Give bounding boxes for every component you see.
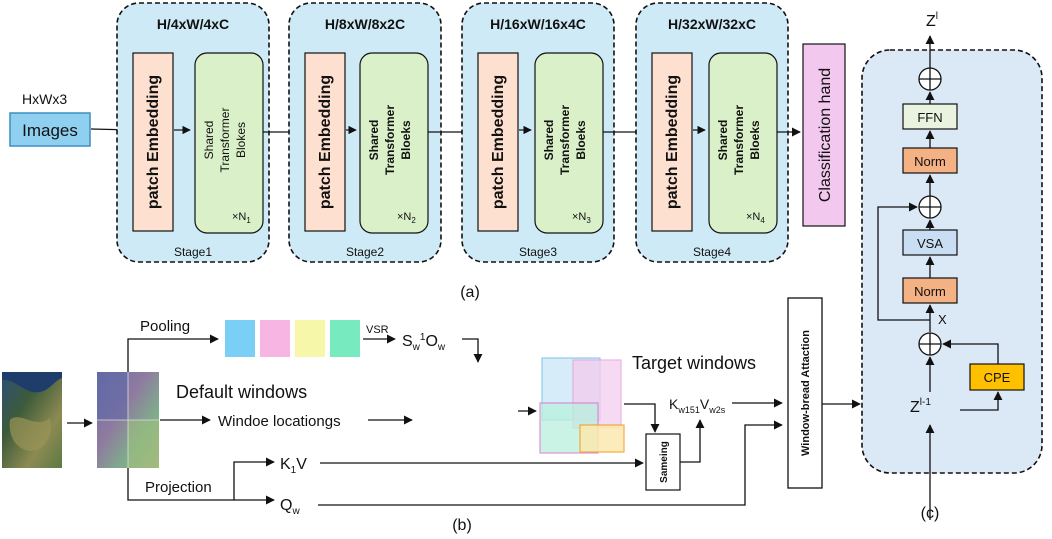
arrow-cpe-to-add	[942, 339, 999, 364]
stage-4-shared-block	[708, 52, 778, 234]
stage-4-patch-embedding-box	[651, 52, 693, 232]
pooling-label: Pooling	[140, 318, 190, 335]
norm-bottom-box	[902, 277, 958, 304]
q-label: Qw	[280, 497, 300, 517]
attention-label: Window-bread Attaction	[800, 330, 812, 456]
stage-2-patch-embedding-box	[304, 52, 346, 232]
x-label: X	[938, 312, 947, 327]
input-size-label: HxWx3	[22, 91, 67, 107]
stage-3-blocks-label: Bloeks	[574, 120, 588, 160]
stage-1: H/4xW/4xC patch Embedding Shared Transfo…	[116, 2, 270, 263]
stage-3: H/16xW/16x4C patch Embedding Shared Tran…	[461, 2, 615, 263]
arrow-q-to-attention	[318, 420, 783, 506]
stage-2-transformer-label: Transformer	[383, 105, 397, 175]
s-omega-label: Sw1Ow	[402, 332, 446, 353]
projection-label: Projection	[145, 479, 212, 496]
kv-label: Kw151Vw2s	[669, 396, 726, 415]
stage-1-patch-embedding-label: patch Embedding	[145, 75, 162, 209]
stage-1-shared-label: Shared	[202, 121, 216, 160]
stage-2-blocks-label: Bloeks	[399, 120, 413, 160]
stage-1-n-label: ×N1	[232, 211, 251, 225]
stage-2-patch-embedding-label: patch Embedding	[317, 75, 334, 209]
add-node-top	[918, 67, 942, 91]
ffn-label: FFN	[917, 110, 942, 125]
window-locations-label: Windoe locationgs	[218, 413, 341, 430]
stage-1-patch-embedding-box	[132, 52, 174, 232]
stage-3-name: Stage3	[519, 245, 557, 259]
stage-4-dims: H/32xW/32xC	[668, 16, 756, 32]
satellite-image-original	[2, 372, 62, 468]
figure-label-c: (c)	[921, 505, 940, 522]
vsr-label: VSR	[366, 324, 389, 336]
add-node-bottom	[918, 332, 942, 356]
stage-4-patch-embedding-label: patch Embedding	[664, 75, 681, 209]
sameing-label: Sameing	[659, 441, 670, 483]
pool-window-2	[260, 320, 290, 357]
stage-1-dims: H/4xW/4xC	[157, 16, 229, 32]
pool-window-3	[295, 320, 325, 357]
z-input-label: Zl-1	[910, 397, 931, 416]
default-windows-label: Default windows	[176, 382, 307, 402]
target-windows-graphic	[539, 357, 625, 454]
vsa-box	[902, 229, 958, 256]
stage-2-name: Stage2	[346, 245, 384, 259]
images-label: Images	[22, 121, 78, 140]
stage-3-n-label: ×N3	[572, 211, 591, 225]
classification-label: Classification hand	[817, 68, 834, 202]
figure-label-b: (b)	[452, 517, 472, 534]
arrow-s-down	[462, 338, 483, 363]
pool-window-1	[225, 320, 255, 357]
add-node-middle	[918, 195, 942, 219]
stage-4-shared-label: Shared	[716, 120, 730, 161]
stage-2-shared-block	[359, 52, 429, 234]
residual-skip-line	[877, 202, 930, 321]
vsa-label: VSA	[917, 236, 943, 251]
cpe-label: CPE	[984, 370, 1011, 385]
stage-1-blocks-label: Blokes	[234, 122, 248, 158]
norm-bottom-label: Norm	[914, 284, 946, 299]
stage-2-n-label: ×N2	[397, 211, 416, 225]
figure-label-a: (a)	[460, 284, 480, 301]
sameing-box	[645, 433, 681, 491]
stage-1-shared-block	[194, 52, 264, 234]
arrow-sameing-up	[680, 419, 705, 463]
stage-1-transformer-label: Transformer	[218, 108, 232, 173]
stage-4-transformer-label: Transformer	[732, 105, 746, 175]
stage-2: H/8xW/8x2C patch Embedding Shared Transf…	[288, 2, 442, 263]
pooling-line	[127, 334, 219, 372]
stage-1-name: Stage1	[174, 245, 212, 259]
arrow-target-to-sameing	[624, 403, 660, 433]
ffn-box	[902, 103, 958, 130]
stage-4-n-label: ×N4	[746, 211, 765, 225]
target-windows-label: Target windows	[632, 353, 756, 373]
stage-2-shared-label: Shared	[367, 120, 381, 161]
stage-3-patch-embedding-label: patch Embedding	[490, 75, 507, 209]
stage-3-transformer-label: Transformer	[558, 105, 572, 175]
stage-3-shared-block	[534, 52, 604, 234]
projection-line	[127, 468, 275, 505]
norm-top-label: Norm	[914, 154, 946, 169]
classification-box	[802, 43, 846, 227]
norm-top-box	[902, 147, 958, 174]
images-box	[9, 112, 91, 147]
stage-4-name: Stage4	[693, 245, 731, 259]
stage-2-dims: H/8xW/8x2C	[325, 16, 405, 32]
attention-box	[787, 297, 823, 489]
k1v-label: K1V	[280, 456, 307, 476]
cpe-box	[969, 363, 1025, 391]
stage-3-patch-embedding-box	[477, 52, 519, 232]
stage-3-dims: H/16xW/16x4C	[490, 16, 586, 32]
stage-4-blocks-label: Bloeks	[748, 120, 762, 160]
arrow-z-to-cpe	[960, 391, 1003, 411]
pool-window-4	[330, 320, 360, 357]
satellite-image-windowed	[97, 372, 159, 468]
arrow-to-k1v	[233, 457, 275, 500]
z-output-label: Zl	[926, 11, 938, 30]
stage-3-shared-label: Shared	[542, 120, 556, 161]
stage-4: H/32xW/32xC patch Embedding Shared Trans…	[635, 2, 789, 263]
